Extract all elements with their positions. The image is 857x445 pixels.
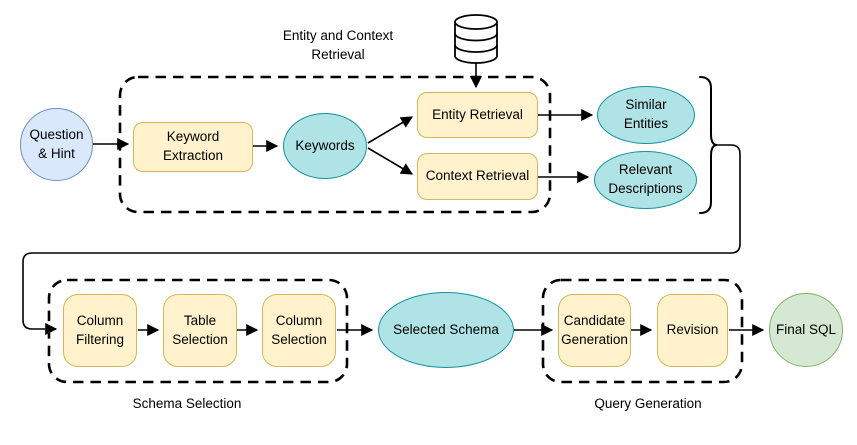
edge-keywords-to-entity-retrieval <box>367 116 414 144</box>
schema-selection-group-label: Schema Selection <box>132 396 242 411</box>
query-generation-group-label: Query Generation <box>594 396 702 411</box>
keyword-extraction-node: Keyword Extraction <box>133 122 253 172</box>
diagram-edges <box>22 63 765 336</box>
relevant-descriptions-node: Relevant Descriptions <box>594 151 697 209</box>
merge-brace <box>699 76 718 214</box>
table-selection-node: Table Selection <box>163 294 237 367</box>
column-filtering-node: Column Filtering <box>63 294 137 367</box>
database-icon <box>454 14 498 64</box>
edge-brace-to-column-filtering <box>22 144 741 335</box>
revision-node: Revision <box>657 294 728 367</box>
final-sql-node: Final SQL <box>769 293 843 367</box>
edge-keywords-to-context-retrieval <box>367 147 414 175</box>
question-hint-node: Question & Hint <box>20 108 93 181</box>
column-selection-node: Column Selection <box>262 294 336 367</box>
candidate-generation-node: Candidate Generation <box>558 294 631 367</box>
keywords-node: Keywords <box>283 113 367 179</box>
selected-schema-node: Selected Schema <box>378 292 514 368</box>
entity-context-retrieval-group-label: Entity and Context Retrieval <box>282 28 394 62</box>
context-retrieval-node: Context Retrieval <box>417 153 538 200</box>
entity-retrieval-node: Entity Retrieval <box>417 92 538 138</box>
similar-entities-node: Similar Entities <box>597 86 695 144</box>
